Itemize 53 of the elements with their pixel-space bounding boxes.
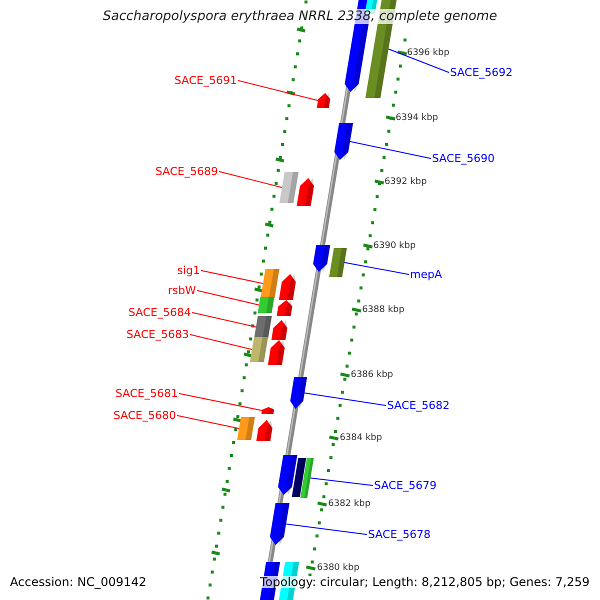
accession-text: Accession: NC_009142: [10, 576, 146, 588]
gene-symbol: [279, 172, 299, 203]
tick-label: 6390 kbp: [373, 242, 416, 251]
title: Saccharopolyspora erythraea NRRL 2338, complete genome: [102, 10, 498, 23]
tick-label: 6382 kbp: [328, 500, 371, 509]
gene-symbol: [258, 297, 274, 313]
leader-line: [190, 334, 252, 350]
gene-symbol: [261, 407, 274, 414]
leader-line: [192, 312, 256, 328]
tick-label: 6384 kbp: [340, 434, 382, 443]
leader-line: [238, 80, 318, 101]
leader-line: [286, 524, 368, 535]
gene-label: SACE_5689: [155, 166, 218, 177]
tick-label: 6396 kbp: [407, 49, 450, 58]
tick-label: 6394 kbp: [396, 114, 438, 123]
gene-label: SACE_5683: [126, 329, 189, 340]
gene-symbol: [334, 123, 354, 160]
gene-symbol: [254, 316, 272, 338]
leader-line: [178, 393, 262, 411]
gene-symbol: [237, 417, 255, 440]
gene-label: SACE_5690: [432, 153, 495, 164]
gene-symbol: [329, 248, 347, 277]
leader-line: [304, 392, 386, 406]
gene-label: SACE_5682: [387, 400, 450, 411]
gene-label: SACE_5684: [128, 307, 191, 318]
gene-symbol: [316, 93, 330, 108]
gene-label: SACE_5680: [113, 410, 176, 421]
gene-label: mepA: [410, 269, 442, 280]
gene-symbol: [250, 337, 268, 362]
tick-label: 6388 kbp: [362, 306, 404, 315]
leader-line: [196, 290, 260, 306]
tick-label: 6380 kbp: [317, 564, 360, 573]
gene-label: sig1: [177, 265, 200, 276]
tick-label: 6392 kbp: [384, 178, 427, 187]
leader-line: [200, 270, 264, 284]
gene-label: SACE_5692: [450, 67, 513, 78]
gene-label: SACE_5678: [368, 529, 431, 540]
gene-label: SACE_5679: [374, 480, 437, 491]
leader-line: [176, 415, 240, 429]
gene-symbol: [270, 503, 290, 545]
leader-line: [310, 478, 374, 486]
gene-symbol: [260, 269, 280, 298]
genome-info-text: Topology: circular; Length: 8,212,805 bp; Genes: 7,259: [260, 576, 590, 588]
leader-line: [344, 262, 410, 275]
leader-line: [350, 141, 432, 159]
gene-symbol: [300, 458, 314, 498]
gene-label: SACE_5691: [174, 75, 237, 86]
gene-label: rsbW: [168, 285, 196, 296]
leader-line: [388, 48, 450, 73]
tick-label: 6386 kbp: [350, 371, 394, 380]
leader-line: [218, 171, 282, 188]
gene-label: SACE_5681: [115, 388, 178, 399]
gene-symbol: [290, 377, 308, 409]
